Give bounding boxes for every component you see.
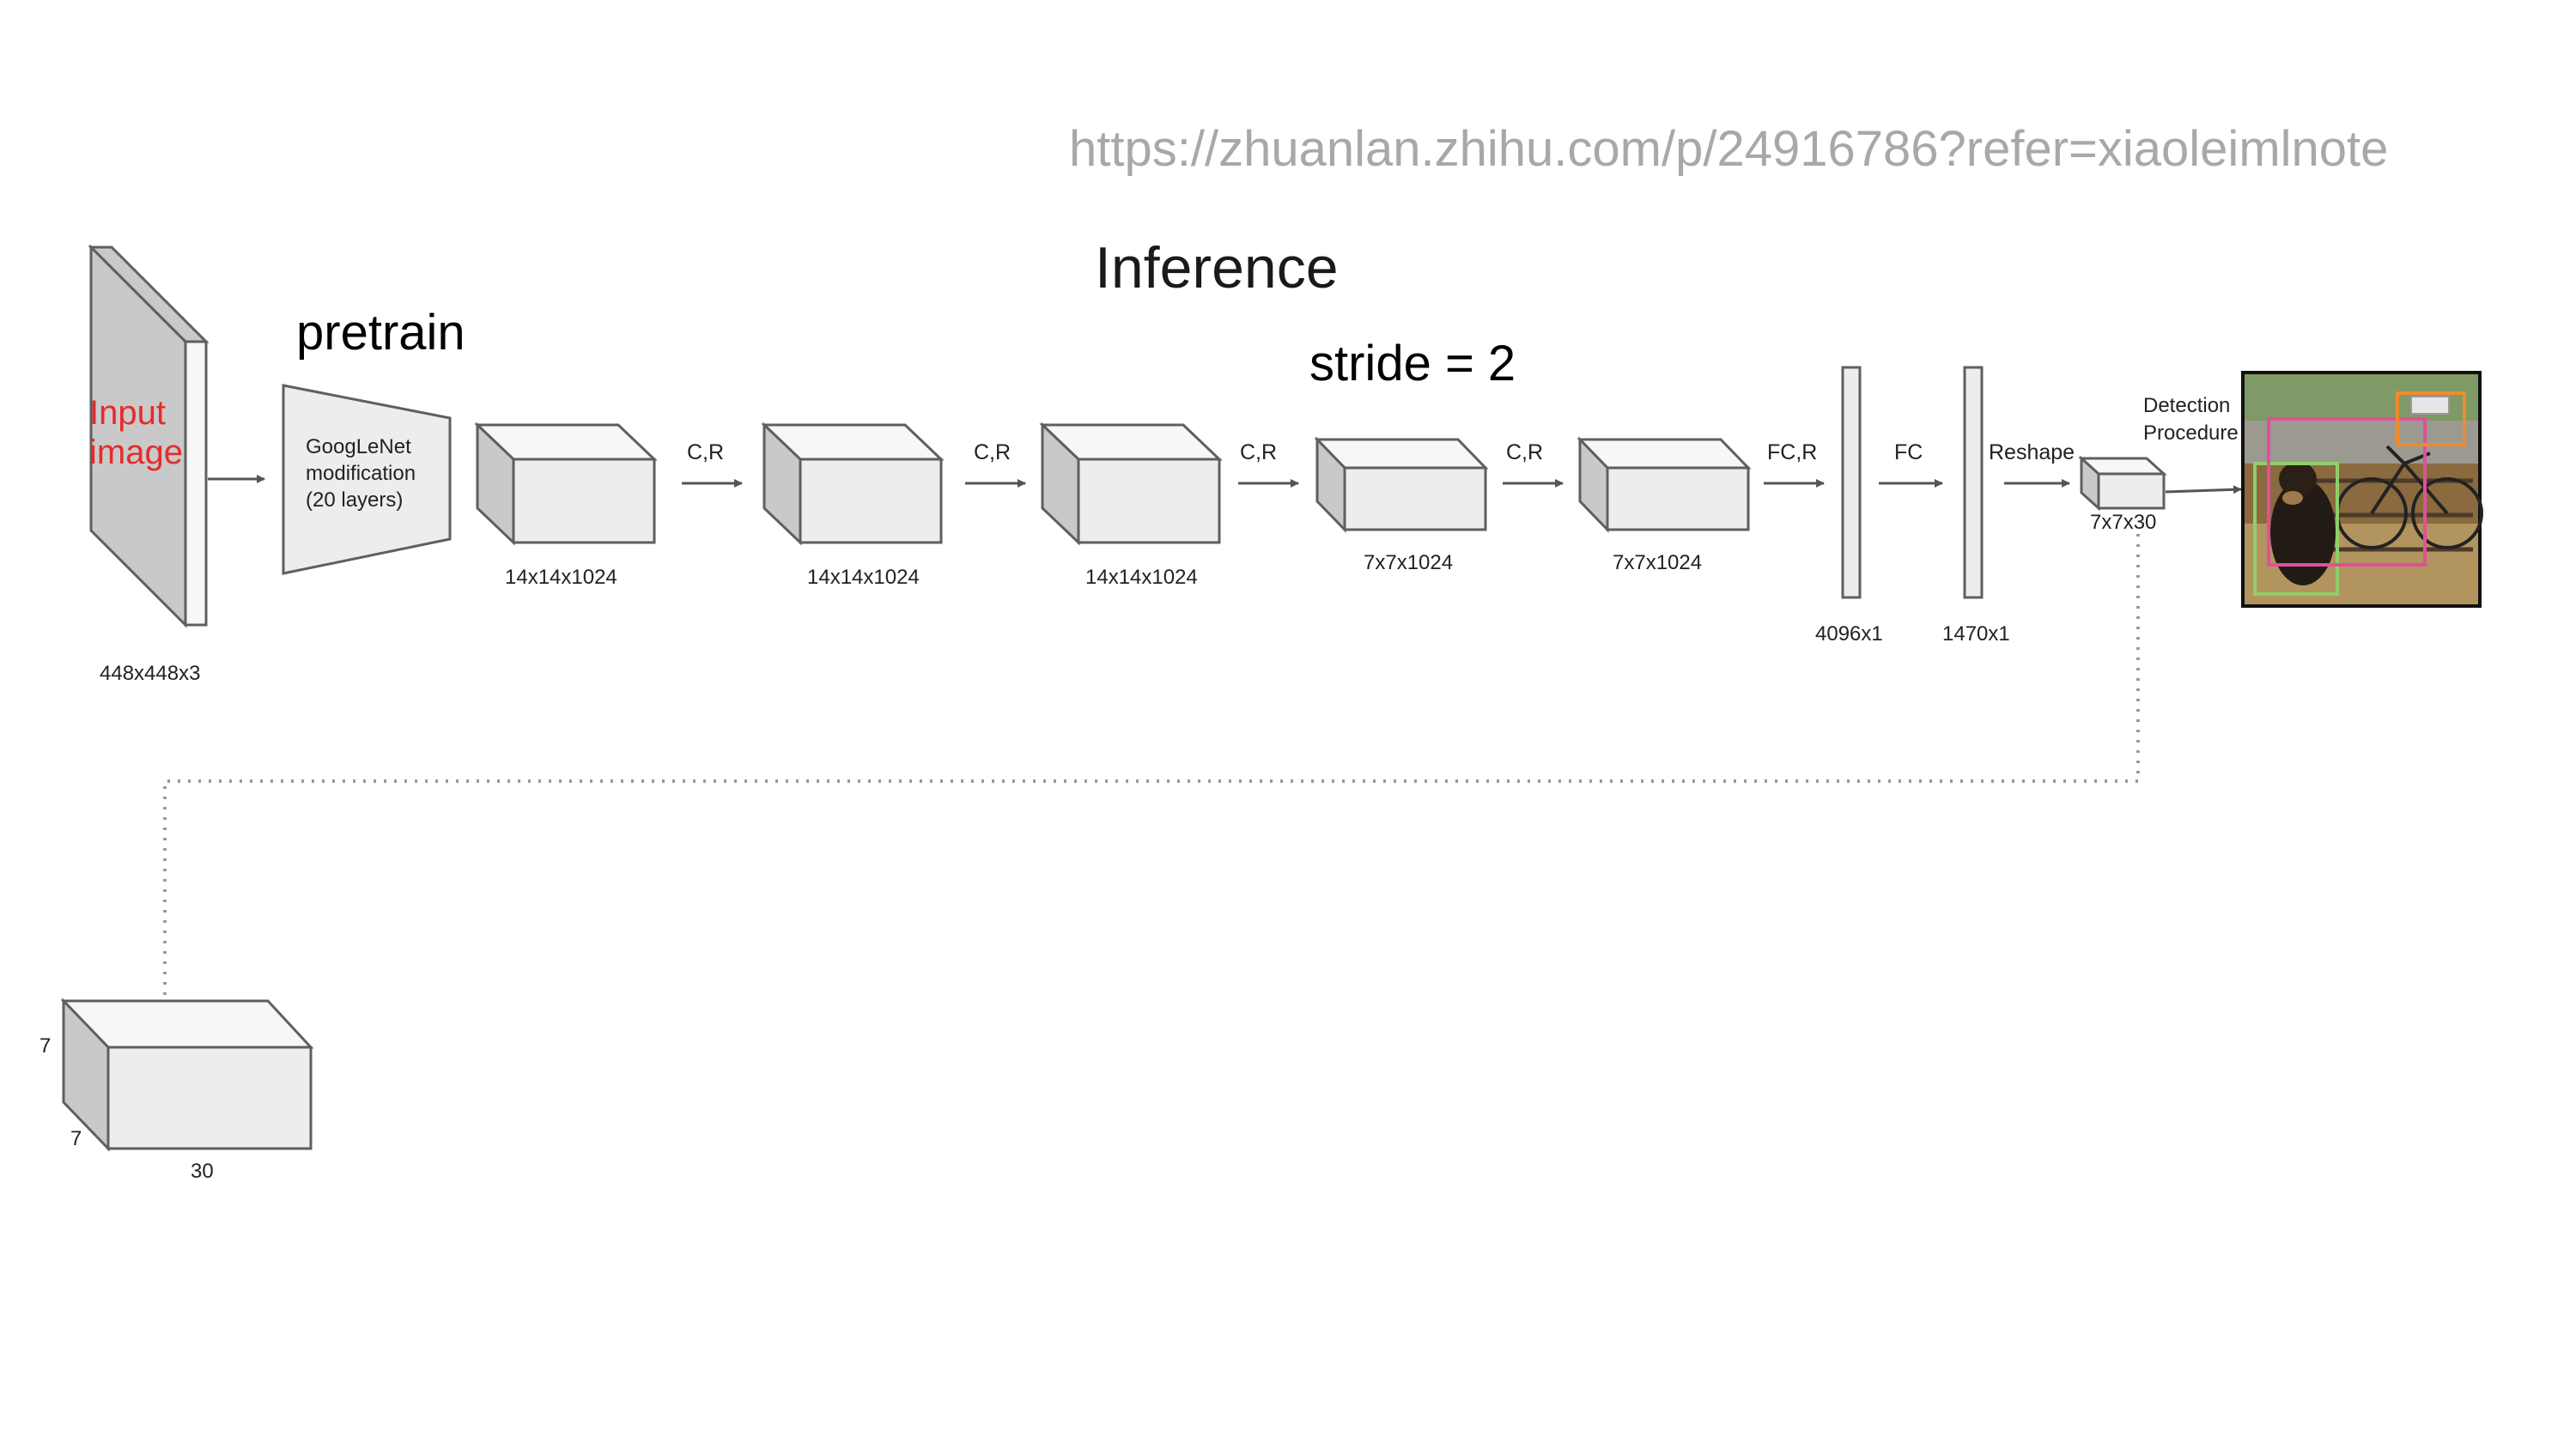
op-label-1: C,R <box>687 440 724 464</box>
input-image-slab <box>88 244 210 628</box>
stride-note: stride = 2 <box>1309 336 1516 391</box>
googlenet-label-line3: (20 layers) <box>306 488 403 512</box>
source-url: https://zhuanlan.zhihu.com/p/24916786?re… <box>1069 121 2388 177</box>
googlenet-label-line1: GoogLeNet <box>306 435 411 458</box>
fc-layer-4096 <box>1841 366 1862 599</box>
conv-block-1-dims: 14x14x1024 <box>505 566 617 589</box>
conv-block-1 <box>474 421 658 546</box>
googlenet-block <box>282 384 452 575</box>
conv-block-2-dims: 14x14x1024 <box>807 566 920 589</box>
input-dims: 448x448x3 <box>100 662 200 685</box>
conv-block-4 <box>1314 436 1489 533</box>
input-label-line1: Input <box>89 394 166 432</box>
output-tensor <box>2078 455 2167 512</box>
op-label-5: FC,R <box>1767 440 1817 464</box>
zoom-tensor-height: 7 <box>39 1034 51 1058</box>
zoom-tensor <box>60 997 314 1152</box>
googlenet-label-line2: modification <box>306 462 416 485</box>
op-label-2: C,R <box>974 440 1011 464</box>
pretrain-note: pretrain <box>296 305 465 361</box>
fc-layer-1470-dims: 1470x1 <box>1942 622 2010 646</box>
op-label-4: C,R <box>1506 440 1543 464</box>
fc-layer-1470 <box>1963 366 1984 599</box>
dotted-connector <box>163 534 2140 1003</box>
conv-block-5 <box>1577 436 1752 533</box>
op-label-7: Reshape <box>1989 440 2075 464</box>
op-label-6: FC <box>1894 440 1923 464</box>
arrow-8 <box>2165 485 2242 494</box>
fc-layer-4096-dims: 4096x1 <box>1815 622 1883 646</box>
output-tensor-dims: 7x7x30 <box>2090 511 2156 534</box>
conv-block-4-dims: 7x7x1024 <box>1364 551 1453 574</box>
conv-block-3 <box>1039 421 1223 546</box>
zoom-tensor-width: 30 <box>191 1160 214 1183</box>
diagram-title: Inference <box>1095 235 1339 300</box>
detection-result-image <box>2241 371 2483 608</box>
conv-block-3-dims: 14x14x1024 <box>1085 566 1198 589</box>
op-label-3: C,R <box>1240 440 1277 464</box>
conv-block-5-dims: 7x7x1024 <box>1613 551 1702 574</box>
input-label-line2: image <box>89 433 183 471</box>
zoom-tensor-depth: 7 <box>70 1127 82 1150</box>
conv-block-2 <box>761 421 945 546</box>
detection-label-line2: Procedure <box>2143 421 2239 445</box>
detection-label-line1: Detection <box>2143 394 2230 417</box>
